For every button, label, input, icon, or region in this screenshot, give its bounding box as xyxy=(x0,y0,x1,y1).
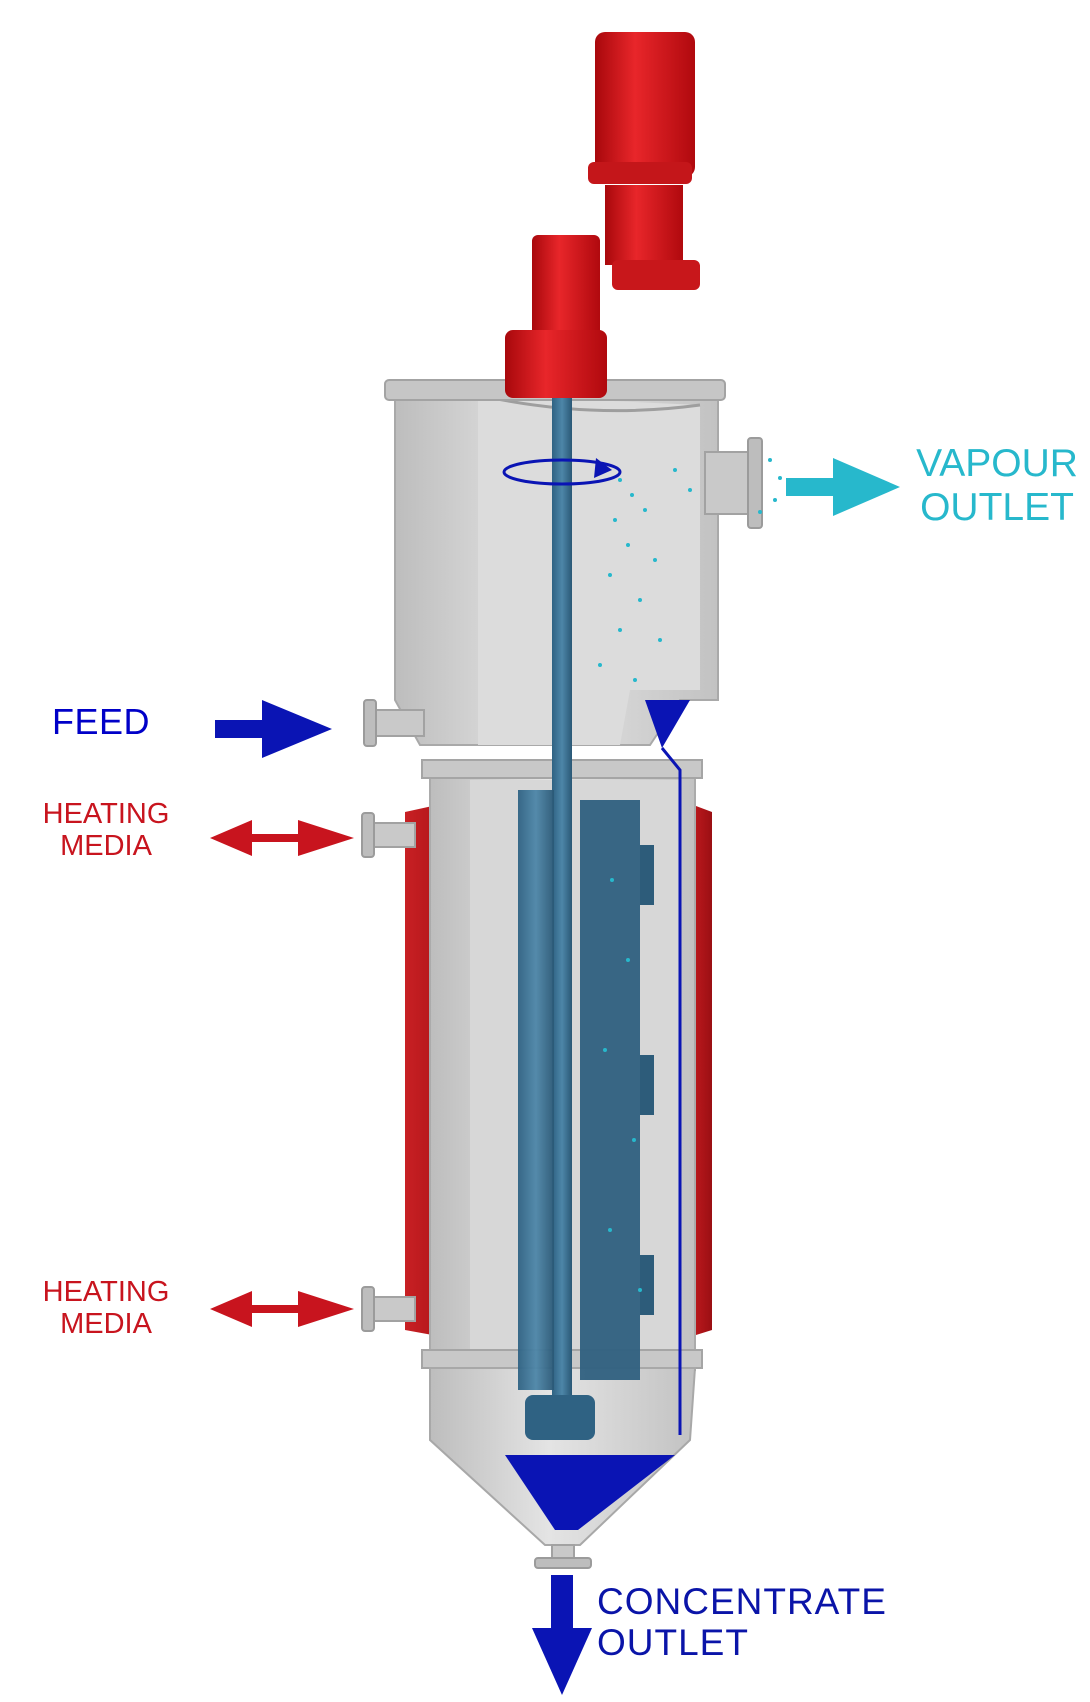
feed-label-text: FEED xyxy=(52,701,151,742)
rotor-shaft xyxy=(552,395,572,1425)
concentrate-arrow xyxy=(532,1575,592,1695)
heating-media-bottom-line1: HEATING xyxy=(42,1276,170,1308)
heating-arrow-bottom xyxy=(210,1291,354,1327)
rotation-indicator xyxy=(502,458,622,486)
vapour-outlet-line2: OUTLET xyxy=(920,485,1074,529)
feed-nozzle xyxy=(363,699,425,747)
concentrate-outlet-label: CONCENTRATE OUTLET xyxy=(597,1581,887,1664)
concentrate-outlet-line1: CONCENTRATE xyxy=(597,1581,887,1622)
heating-media-bottom-line2: MEDIA xyxy=(60,1308,152,1341)
vapour-arrow xyxy=(786,458,900,516)
drive-motor xyxy=(505,32,700,398)
heating-arrow-top xyxy=(210,820,354,856)
vapour-droplets xyxy=(598,458,782,1292)
heating-media-top-label: HEATING MEDIA xyxy=(30,798,182,863)
concentrate-outlet-line2: OUTLET xyxy=(597,1622,749,1664)
feed-label: FEED xyxy=(52,701,151,742)
bottom-cone xyxy=(429,1367,697,1546)
vapour-nozzle xyxy=(704,437,763,529)
heating-media-bottom-label: HEATING MEDIA xyxy=(30,1276,182,1341)
feed-arrow xyxy=(215,700,332,758)
vapour-outlet-line1: VAPOUR xyxy=(916,442,1078,485)
vapour-outlet-label: VAPOUR OUTLET xyxy=(902,442,1090,529)
rotor-blades xyxy=(518,790,654,1440)
concentrate-nozzle xyxy=(534,1544,592,1569)
heating-nozzle-bottom xyxy=(361,1286,416,1332)
heating-media-top-line2: MEDIA xyxy=(60,830,152,863)
heating-nozzle-top xyxy=(361,812,416,858)
liquid-film xyxy=(645,700,690,1435)
heating-media-top-line1: HEATING xyxy=(42,798,170,830)
